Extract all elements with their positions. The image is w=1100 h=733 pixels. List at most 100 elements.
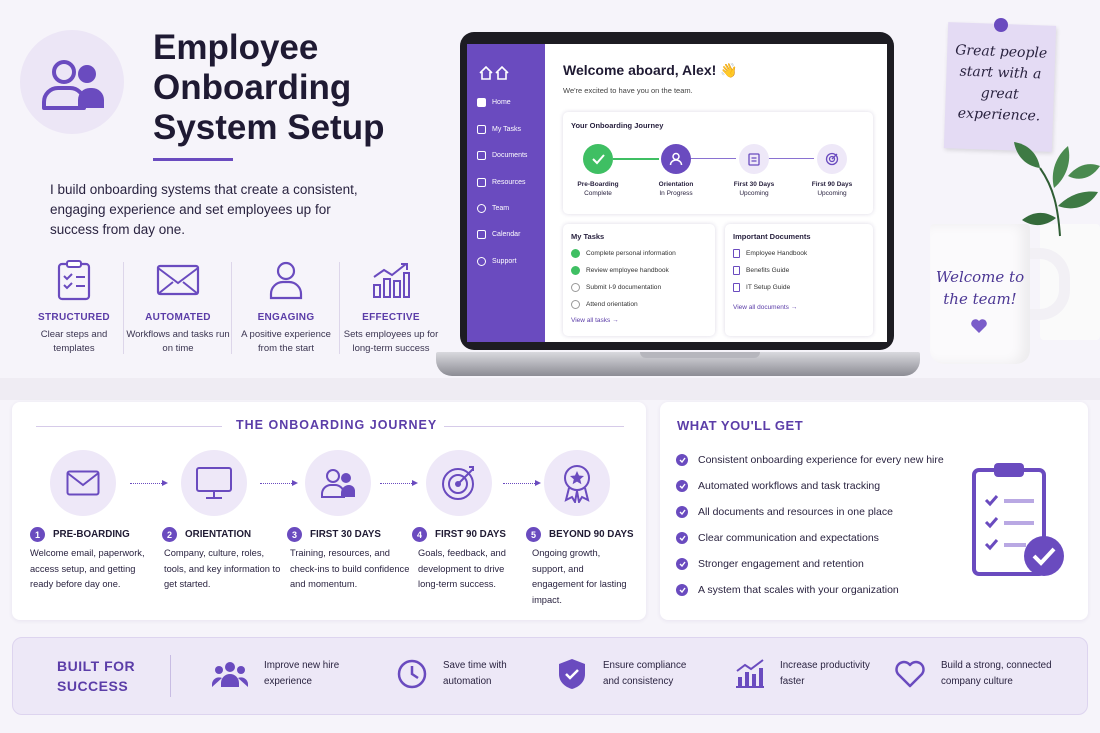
benefit-item: Clear communication and expectations (676, 532, 879, 544)
award-icon (564, 465, 590, 503)
check-circle-icon (676, 480, 688, 492)
arrow-icon (130, 479, 168, 486)
envelope-icon (66, 470, 100, 496)
team-icon (212, 658, 248, 690)
journey-step[interactable]: Pre-Boarding Complete (563, 144, 633, 198)
document-icon (733, 266, 740, 275)
logo-circle (20, 30, 124, 134)
feature-title: STRUCTURED (38, 312, 110, 323)
heart-icon (892, 658, 928, 690)
view-all-documents-link[interactable]: View all documents → (733, 304, 798, 311)
journey-step-desc: Goals, feedback, and development to driv… (418, 548, 506, 589)
target-icon (442, 466, 474, 500)
onboarding-app: Home My Tasks Documents Resources Team C… (467, 44, 887, 342)
unchecked-icon (571, 300, 580, 309)
desk-surface (0, 378, 1100, 400)
arrow-icon (260, 479, 298, 486)
arrow-icon (380, 479, 418, 486)
sidebar-item-team[interactable]: Team (477, 204, 509, 213)
view-all-tasks-link[interactable]: View all tasks → (571, 317, 619, 324)
tasks-card-title: My Tasks (571, 232, 605, 241)
benefit-item: Stronger engagement and retention (676, 558, 864, 570)
document-icon (477, 151, 486, 160)
bar-chart-icon (732, 658, 768, 690)
journey-circle (426, 450, 492, 516)
plant-pot (1040, 224, 1100, 340)
folder-icon (477, 178, 486, 187)
support-icon (477, 257, 486, 266)
plant-icon (1014, 142, 1100, 237)
sidebar-item-home[interactable]: Home (477, 98, 511, 107)
document-item[interactable]: Benefits Guide (733, 266, 865, 275)
feature-automated: AUTOMATED Workflows and tasks run on tim… (126, 258, 230, 356)
check-icon (571, 266, 580, 275)
feature-desc: Workflows and tasks run on time (126, 329, 230, 354)
unchecked-icon (571, 283, 580, 292)
check-circle-icon (676, 532, 688, 544)
document-item[interactable]: IT Setup Guide (733, 283, 865, 292)
laptop-notch (640, 352, 760, 358)
journey-step-desc: Company, culture, roles, tools, and key … (164, 548, 281, 589)
task-item[interactable]: Complete personal information (571, 249, 707, 258)
feature-desc: Sets employees up for long-term success (343, 329, 439, 354)
shield-check-icon (554, 658, 590, 690)
sidebar-item-documents[interactable]: Documents (477, 151, 527, 160)
note-text: Great people start with a great experien… (954, 42, 1048, 125)
check-circle-icon (676, 584, 688, 596)
task-item[interactable]: Submit I-9 documentation (571, 283, 707, 292)
built-heading: BUILT FOR SUCCESS (57, 658, 136, 694)
benefits-heading: WHAT YOU'LL GET (677, 418, 804, 433)
check-icon (583, 144, 613, 174)
sidebar-item-resources[interactable]: Resources (477, 178, 525, 187)
progress-line (768, 158, 814, 159)
team-icon (477, 204, 486, 213)
check-icon (571, 249, 580, 258)
arrow-icon (503, 479, 541, 486)
built-for-success-bar (12, 637, 1088, 715)
document-icon (733, 249, 740, 258)
sidebar-item-my-tasks[interactable]: My Tasks (477, 125, 521, 134)
mug-handle (1022, 248, 1070, 320)
journey-step[interactable]: Orientation In Progress (641, 144, 711, 198)
monitor-icon (196, 467, 232, 499)
feature-desc: Clear steps and templates (40, 329, 108, 354)
check-circle-icon (676, 454, 688, 466)
people-icon (321, 469, 355, 498)
page-title: Employee Onboarding System Setup (153, 28, 385, 147)
progress-line (690, 158, 736, 159)
check-circle-icon (676, 506, 688, 518)
journey-card-title: Your Onboarding Journey (571, 121, 664, 130)
heading-rule (36, 426, 222, 427)
users-logo-icon (42, 60, 104, 110)
heart-icon (971, 319, 987, 333)
task-item[interactable]: Attend orientation (571, 300, 707, 309)
growth-chart-icon (373, 263, 410, 298)
journey-step[interactable]: First 90 Days Upcoming (797, 144, 867, 198)
person-icon (269, 261, 303, 300)
journey-card: Your Onboarding Journey Pre-Boarding Com… (563, 112, 873, 214)
document-item[interactable]: Employee Handbook (733, 249, 865, 258)
home-logo-icon (479, 66, 509, 80)
journey-step[interactable]: First 30 Days Upcoming (719, 144, 789, 198)
target-icon (817, 144, 847, 174)
feature-desc: A positive experience from the start (241, 329, 331, 354)
journey-step-desc: Welcome email, paperwork, access setup, … (30, 548, 145, 589)
journey-circle (50, 450, 116, 516)
heading-rule (444, 426, 624, 427)
sidebar-item-calendar[interactable]: Calendar (477, 230, 520, 239)
documents-card-title: Important Documents (733, 232, 811, 241)
tasks-icon (477, 125, 486, 134)
task-item[interactable]: Review employee handbook (571, 266, 707, 275)
clipboard-checklist-icon (57, 260, 91, 301)
clock-icon (394, 658, 430, 690)
mug-text: Welcome to the team! (935, 268, 1025, 308)
tasks-card: My Tasks Complete personal information R… (563, 224, 715, 336)
title-underline (153, 158, 233, 161)
person-icon (661, 144, 691, 174)
sidebar-item-support[interactable]: Support (477, 257, 517, 266)
clipboard-icon (739, 144, 769, 174)
home-icon (477, 98, 486, 107)
feature-structured: STRUCTURED Clear steps and templates (22, 258, 126, 356)
